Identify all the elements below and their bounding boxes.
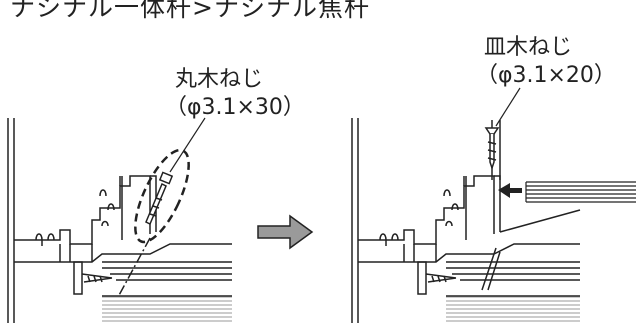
left-round-wood-screw (145, 171, 174, 226)
left-screw-spec: （φ3.1×30） (165, 95, 305, 120)
left-leader-line (169, 117, 206, 173)
left-screw-highlight-ellipse (134, 148, 190, 244)
right-screw-name: 皿木ねじ (484, 35, 573, 60)
right-screw-spec: （φ3.1×20） (476, 63, 616, 88)
right-flat-wood-screw (484, 127, 500, 171)
transition-arrow-icon (257, 214, 314, 250)
diagram-heading: ナシナル一体杆>ナシナル焦杆 (10, 0, 370, 22)
right-leader-line (495, 87, 521, 127)
insert-arrow-icon (498, 183, 522, 198)
left-panel-drawing (7, 118, 232, 323)
left-screw-name: 丸木ねじ (175, 67, 264, 92)
left-floor-shade (102, 296, 232, 323)
panel-stack (525, 181, 636, 203)
right-floor-shade (446, 296, 580, 323)
right-panel-drawing (351, 118, 581, 323)
